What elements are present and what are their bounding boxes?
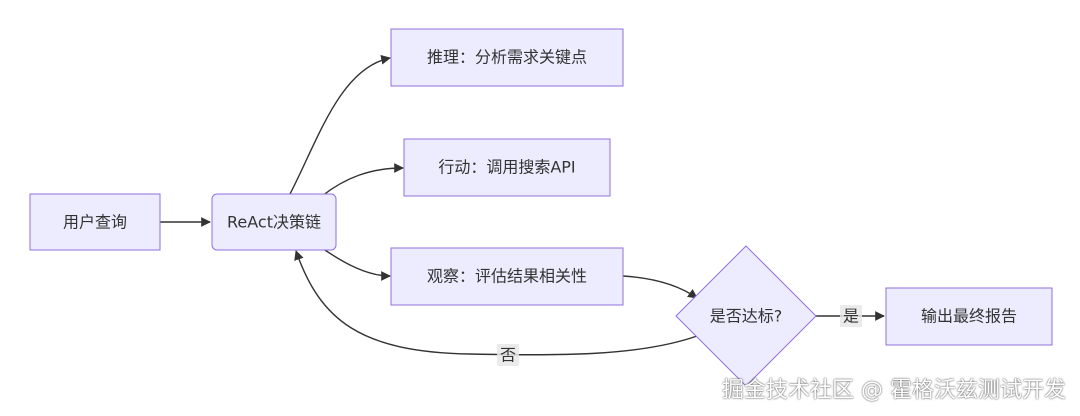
edge-label-yes-text: 是 [843, 307, 859, 326]
node-report: 输出最终报告 [885, 287, 1053, 346]
edge-label-no-text: 否 [500, 346, 516, 365]
node-report-label: 输出最终报告 [921, 307, 1017, 326]
node-decision: 是否达标? [675, 245, 817, 387]
node-act: 行动：调用搜索API [403, 138, 611, 197]
edge-observe-to-decision [622, 275, 698, 299]
node-observe-label: 观察：评估结果相关性 [427, 267, 587, 286]
edge-react-to-reason [289, 54, 391, 195]
edge-react-to-act [321, 163, 404, 197]
edge-label-yes: 是 [840, 305, 862, 327]
node-reason-label: 推理：分析需求关键点 [427, 48, 587, 67]
node-react-chain-label: ReAct决策链 [227, 213, 321, 232]
node-user-query: 用户查询 [29, 193, 161, 251]
node-act-label: 行动：调用搜索API [438, 158, 575, 177]
edge-decision-to-react [294, 250, 698, 356]
edge-react-to-observe [321, 247, 391, 281]
node-observe: 观察：评估结果相关性 [390, 247, 624, 306]
node-decision-label: 是否达标? [710, 307, 783, 326]
node-react-chain: ReAct决策链 [211, 193, 337, 251]
edge-label-no: 否 [497, 344, 519, 366]
watermark: 掘金技术社区 @ 霍格沃兹测试开发 [722, 378, 1066, 403]
node-reason: 推理：分析需求关键点 [390, 28, 624, 87]
node-user-query-label: 用户查询 [63, 213, 127, 232]
